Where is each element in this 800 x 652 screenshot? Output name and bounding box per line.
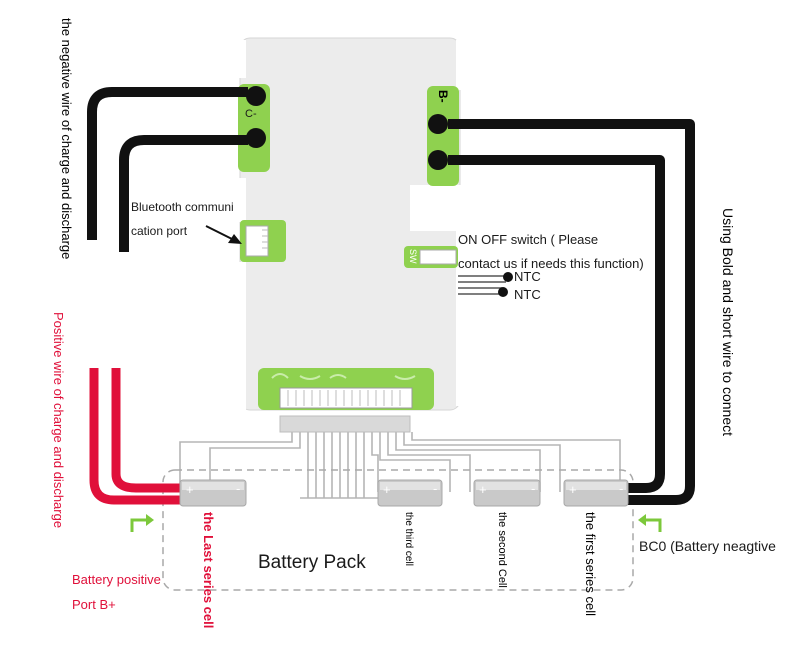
- negative-wire-label: the negative wire of charge and discharg…: [59, 18, 74, 260]
- cell-second: [473, 479, 541, 507]
- cell-first-minus: -: [619, 481, 624, 496]
- third-cell-label: the third cell: [403, 512, 414, 566]
- sw-label: SW: [408, 249, 418, 264]
- bc0-arrow-icon: [644, 518, 662, 532]
- switch-label-line1: ON OFF switch ( Please: [458, 232, 599, 247]
- cell-second-plus: +: [479, 482, 487, 497]
- bluetooth-arrow-icon: [228, 234, 242, 244]
- cell-last-minus: -: [236, 481, 241, 496]
- negative-wires: [87, 87, 248, 252]
- balance-plug: [279, 415, 411, 433]
- ntc-1-label: NTC: [514, 269, 541, 284]
- positive-wire-label: Positive wire of charge and discharge: [51, 312, 66, 529]
- positive-wires: [89, 368, 184, 505]
- last-cell-label: the Last series cell: [201, 512, 216, 629]
- battery-positive-label-line2: Port B+: [72, 597, 116, 612]
- second-cell-label: the second Cell: [496, 512, 508, 588]
- b-minus-label: B-: [436, 90, 450, 103]
- cell-first: [563, 479, 629, 507]
- bold-wire-label: Using Bold and short wire to connect: [720, 208, 736, 437]
- b-minus-wires: [448, 119, 695, 505]
- battery-positive-label-line1: Battery positive: [72, 572, 161, 587]
- c-minus-pad: [238, 84, 270, 172]
- bc0-label: BC0 (Battery neagtive: [639, 538, 776, 554]
- cell-second-minus: -: [531, 481, 536, 496]
- battery-pack-label: Battery Pack: [258, 552, 366, 573]
- cell-third-plus: +: [383, 482, 391, 497]
- b-minus-terminal-2: [428, 150, 448, 170]
- c-minus-label: C-: [245, 108, 257, 120]
- cell-last: [179, 479, 247, 507]
- balance-wires: [179, 432, 621, 499]
- ntc-2-probe: [498, 287, 508, 297]
- cell-first-plus: +: [569, 482, 577, 497]
- c-minus-terminal-1: [246, 86, 266, 106]
- switch-label-line2: contact us if needs this function): [458, 256, 644, 271]
- b-minus-terminal-1: [428, 114, 448, 134]
- ntc-2-label: NTC: [514, 287, 541, 302]
- ntc-leads: [458, 275, 506, 295]
- battery-pack-outline: [162, 469, 634, 591]
- cell-third-minus: -: [433, 481, 438, 496]
- cell-last-plus: +: [186, 482, 194, 497]
- battery-positive-arrow-icon: [130, 518, 148, 532]
- ntc-1-probe: [503, 272, 513, 282]
- bluetooth-label-line2: cation port: [131, 224, 188, 238]
- cell-third: [377, 479, 443, 507]
- bluetooth-label-line1: Bluetooth communi: [131, 200, 234, 214]
- c-minus-terminal-2: [246, 128, 266, 148]
- first-cell-label: the first series cell: [583, 512, 598, 617]
